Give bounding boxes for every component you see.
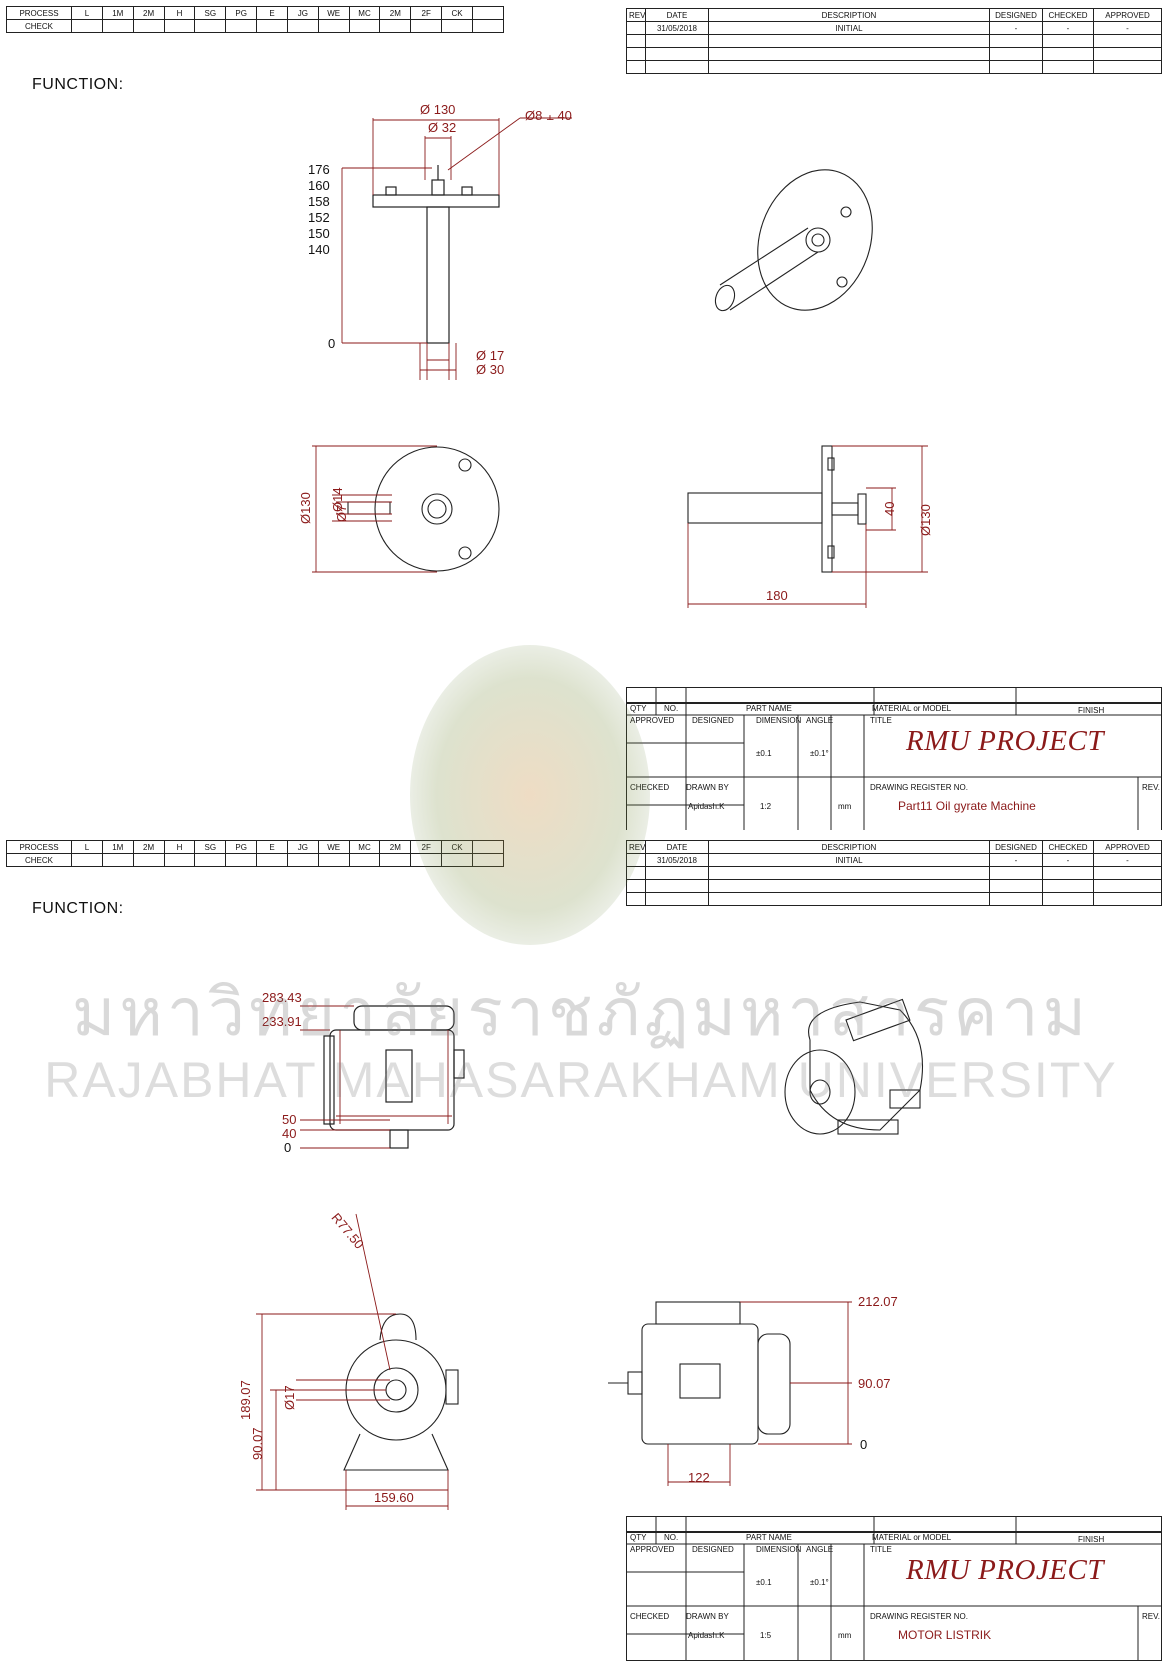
drawn-by-label: DRAWN BY [686, 1612, 729, 1621]
dim-label: 50 [282, 1112, 297, 1127]
part-name-label: PART NAME [746, 704, 792, 713]
university-seal-watermark [410, 645, 650, 945]
scale-value: 1:2 [760, 802, 772, 811]
dim-label: 160 [308, 178, 330, 193]
dim-label: Ø7 [334, 504, 349, 522]
dim-label: 180 [766, 588, 788, 603]
dim-label: Ø8 ⫠ 40 [525, 108, 572, 123]
dim-label: 158 [308, 194, 330, 209]
dim-label: 233.91 [262, 1014, 302, 1029]
dimension-tol: ±0.1 [756, 749, 772, 758]
dim-label: 159.60 [374, 1490, 414, 1505]
title-block: QTY NO. PART NAME MATERIAL or MODEL FINI… [626, 687, 1162, 830]
dim-label: Ø 32 [428, 120, 457, 135]
checked-label: CHECKED [630, 1612, 670, 1621]
drawing-register-label: DRAWING REGISTER NO. [870, 1612, 968, 1621]
designed-label: DESIGNED [692, 716, 734, 725]
approved-label: APPROVED [630, 1545, 675, 1554]
no-label: NO. [664, 704, 679, 713]
flange-front [372, 194, 500, 208]
unit-value: mm [838, 802, 852, 811]
dim-label: 40 [882, 501, 897, 516]
material-label: MATERIAL or MODEL [872, 1533, 952, 1542]
finish-label: FINISH [1078, 706, 1105, 715]
dim-label: 0 [328, 336, 336, 351]
rev-label: REV. [1142, 783, 1160, 792]
drawn-by-label: DRAWN BY [686, 783, 729, 792]
finish-label: FINISH [1078, 1535, 1105, 1544]
dim-label: Ø130 [298, 492, 313, 524]
dim-label: 150 [308, 226, 330, 241]
checked-label: CHECKED [630, 783, 669, 792]
dim-label: Ø 17 [476, 348, 505, 363]
unit-value: mm [838, 1631, 852, 1640]
angle-tol: ±0.1° [810, 1578, 829, 1587]
dim-label: 0 [860, 1437, 868, 1452]
title-block-grid [626, 1516, 1162, 1661]
dim-label: Ø 30 [476, 362, 505, 377]
dim-label: Ø130 [918, 504, 933, 536]
project-title: RMU PROJECT [906, 1554, 1104, 1586]
title-label: TITLE [870, 1545, 892, 1554]
drawing-register-label: DRAWING REGISTER NO. [870, 783, 968, 792]
dim-label: 283.43 [262, 990, 302, 1005]
dim-label: Ø17 [282, 1385, 297, 1410]
revision-table: REV. DATE DESCRIPTION DESIGNED CHECKED A… [626, 8, 1162, 74]
title-label: TITLE [870, 716, 892, 725]
no-label: NO. [664, 1533, 679, 1542]
angle-label: ANGLE [806, 1545, 834, 1554]
drawing-name: Part11 Oil gyrate Machine [898, 799, 1036, 813]
revision-table: REV. DATE DESCRIPTION DESIGNED CHECKED A… [626, 840, 1162, 906]
dim-label: Ø 130 [420, 102, 456, 117]
part-name-label: PART NAME [746, 1533, 792, 1542]
drawn-by-value: Apidash.K [688, 1631, 725, 1640]
motor-drawing [256, 998, 923, 1510]
dim-label: 122 [688, 1470, 710, 1485]
dim-label: 152 [308, 210, 330, 225]
qty-label: QTY [630, 1533, 647, 1542]
dim-label: 40 [282, 1126, 297, 1141]
rev-label: REV. [1142, 1612, 1160, 1621]
title-block-grid [626, 687, 1162, 830]
dim-label: 0 [284, 1140, 292, 1155]
process-table: PROCESS L 1M 2M H SG PG E JG WE MC 2M 2F… [6, 6, 505, 33]
dimension-tol: ±0.1 [756, 1578, 772, 1587]
drawing-sheet-2: PROCESS L 1M 2M H SG PG E JG WE MC 2M 2F… [0, 830, 1162, 1661]
dim-label: 212.07 [858, 1294, 898, 1309]
material-label: MATERIAL or MODEL [872, 704, 952, 713]
dim-label: 176 [308, 162, 330, 177]
dimension-label: DIMENSION [756, 1545, 802, 1554]
shaft-front [426, 206, 450, 344]
qty-label: QTY [630, 704, 647, 713]
process-table: PROCESS L 1M 2M H SG PG E JG WE MC 2M 2F… [6, 840, 505, 867]
dim-label: 189.07 [238, 1380, 253, 1420]
check-label: CHECK [6, 19, 72, 33]
approved-label: APPROVED [630, 716, 675, 725]
shaft-drawing [312, 117, 928, 608]
dim-label: 90.07 [250, 1427, 265, 1460]
project-title: RMU PROJECT [906, 725, 1104, 757]
check-label: CHECK [6, 853, 72, 867]
drawing-name: MOTOR LISTRIK [898, 1628, 992, 1642]
drawn-by-value: Apidash.K [688, 802, 725, 811]
dim-label: 90.07 [858, 1376, 891, 1391]
scale-value: 1:5 [760, 1631, 772, 1640]
angle-label: ANGLE [806, 716, 834, 725]
function-label: FUNCTION: [32, 900, 124, 917]
angle-tol: ±0.1° [810, 749, 829, 758]
function-label: FUNCTION: [32, 76, 124, 93]
designed-label: DESIGNED [692, 1545, 734, 1554]
dimension-label: DIMENSION [756, 716, 802, 725]
title-block: QTY NO. PART NAME MATERIAL or MODEL FINI… [626, 1516, 1162, 1661]
dim-label: 140 [308, 242, 330, 257]
drawing-sheet-1: PROCESS L 1M 2M H SG PG E JG WE MC 2M 2F… [0, 0, 1162, 830]
